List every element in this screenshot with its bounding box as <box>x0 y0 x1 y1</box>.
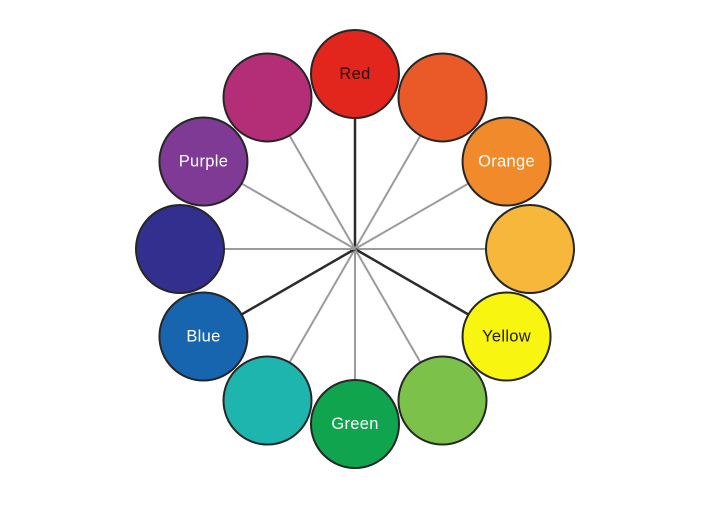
color-label-red: Red <box>339 65 370 83</box>
color-circle-red <box>310 29 400 119</box>
color-label-blue: Blue <box>186 328 220 346</box>
color-circle-clock-7 <box>222 355 313 446</box>
color-circle-clock-1 <box>397 52 488 143</box>
color-circle-blue <box>158 291 249 382</box>
color-circle-clock-9 <box>135 204 225 294</box>
color-circle-clock-3 <box>485 204 575 294</box>
color-label-green: Green <box>331 415 378 433</box>
color-label-yellow: Yellow <box>482 328 531 346</box>
spoke-lines-group <box>180 74 530 424</box>
color-circle-yellow <box>461 291 552 382</box>
color-label-purple: Purple <box>179 153 229 171</box>
color-circle-orange <box>461 116 552 207</box>
color-circle-clock-11 <box>222 52 313 143</box>
color-circle-green <box>310 379 400 469</box>
color-circle-clock-5 <box>397 355 488 446</box>
color-circle-purple <box>158 116 249 207</box>
color-label-orange: Orange <box>478 153 535 171</box>
